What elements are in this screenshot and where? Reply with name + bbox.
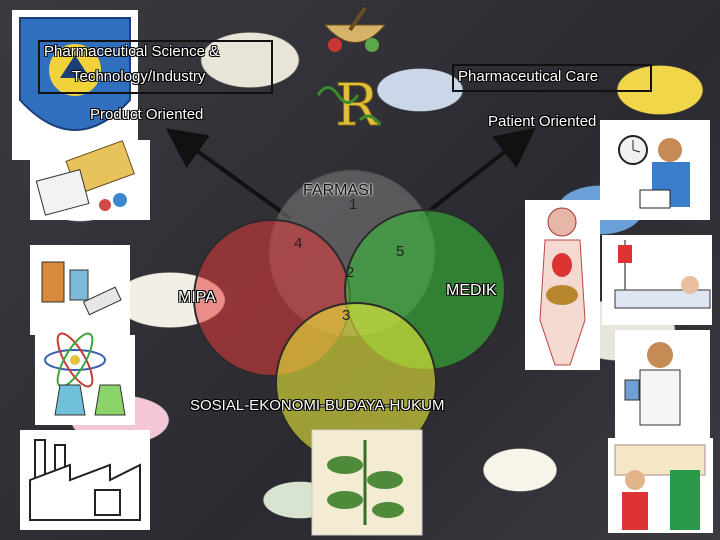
svg-text:R: R [335, 71, 381, 139]
tut-wuri-handayani-logo [12, 10, 138, 160]
human-anatomy-icon [525, 200, 600, 370]
region-number-5: 5 [396, 243, 405, 260]
mortar-pestle-icon [323, 6, 387, 52]
patient-oriented-label: Patient Oriented [488, 113, 597, 130]
region-number-4: 4 [294, 235, 303, 252]
pharmacist-icon [615, 330, 710, 440]
lab-bottles-icon [30, 245, 130, 335]
region-number-2: 2 [346, 264, 355, 281]
nurse-clock-icon [600, 120, 710, 220]
medicine-bottles-icon [30, 140, 150, 220]
factory-icon [20, 430, 150, 530]
rx-symbol-icon: R [316, 71, 382, 140]
herbal-plant-icon [311, 429, 423, 536]
patient-bed-icon [602, 235, 712, 325]
science-title-line2: Technology/Industry [72, 68, 206, 85]
atom-flask-icon [35, 332, 135, 425]
pharmaceutical-care-label: Pharmaceutical Care [458, 68, 599, 85]
science-title-line1: Pharmaceutical Science & [44, 43, 220, 60]
farmasi-label: FARMASI [303, 182, 374, 199]
pharmacy-counter-icon [608, 438, 713, 533]
medik-label: MEDIK [446, 282, 497, 299]
mipa-label: MIPA [178, 289, 216, 306]
arrow-to-product-oriented [165, 128, 292, 220]
pharmaceutical-care-box [452, 64, 652, 92]
region-number-1: 1 [349, 196, 358, 213]
region-number-3: 3 [342, 307, 351, 324]
product-oriented-label: Product Oriented [90, 106, 204, 123]
arrow-to-patient-oriented [418, 127, 536, 220]
sosial-label: SOSIAL-EKONOMI-BUDAYA-HUKUM [190, 397, 445, 414]
science-technology-box [38, 40, 273, 94]
